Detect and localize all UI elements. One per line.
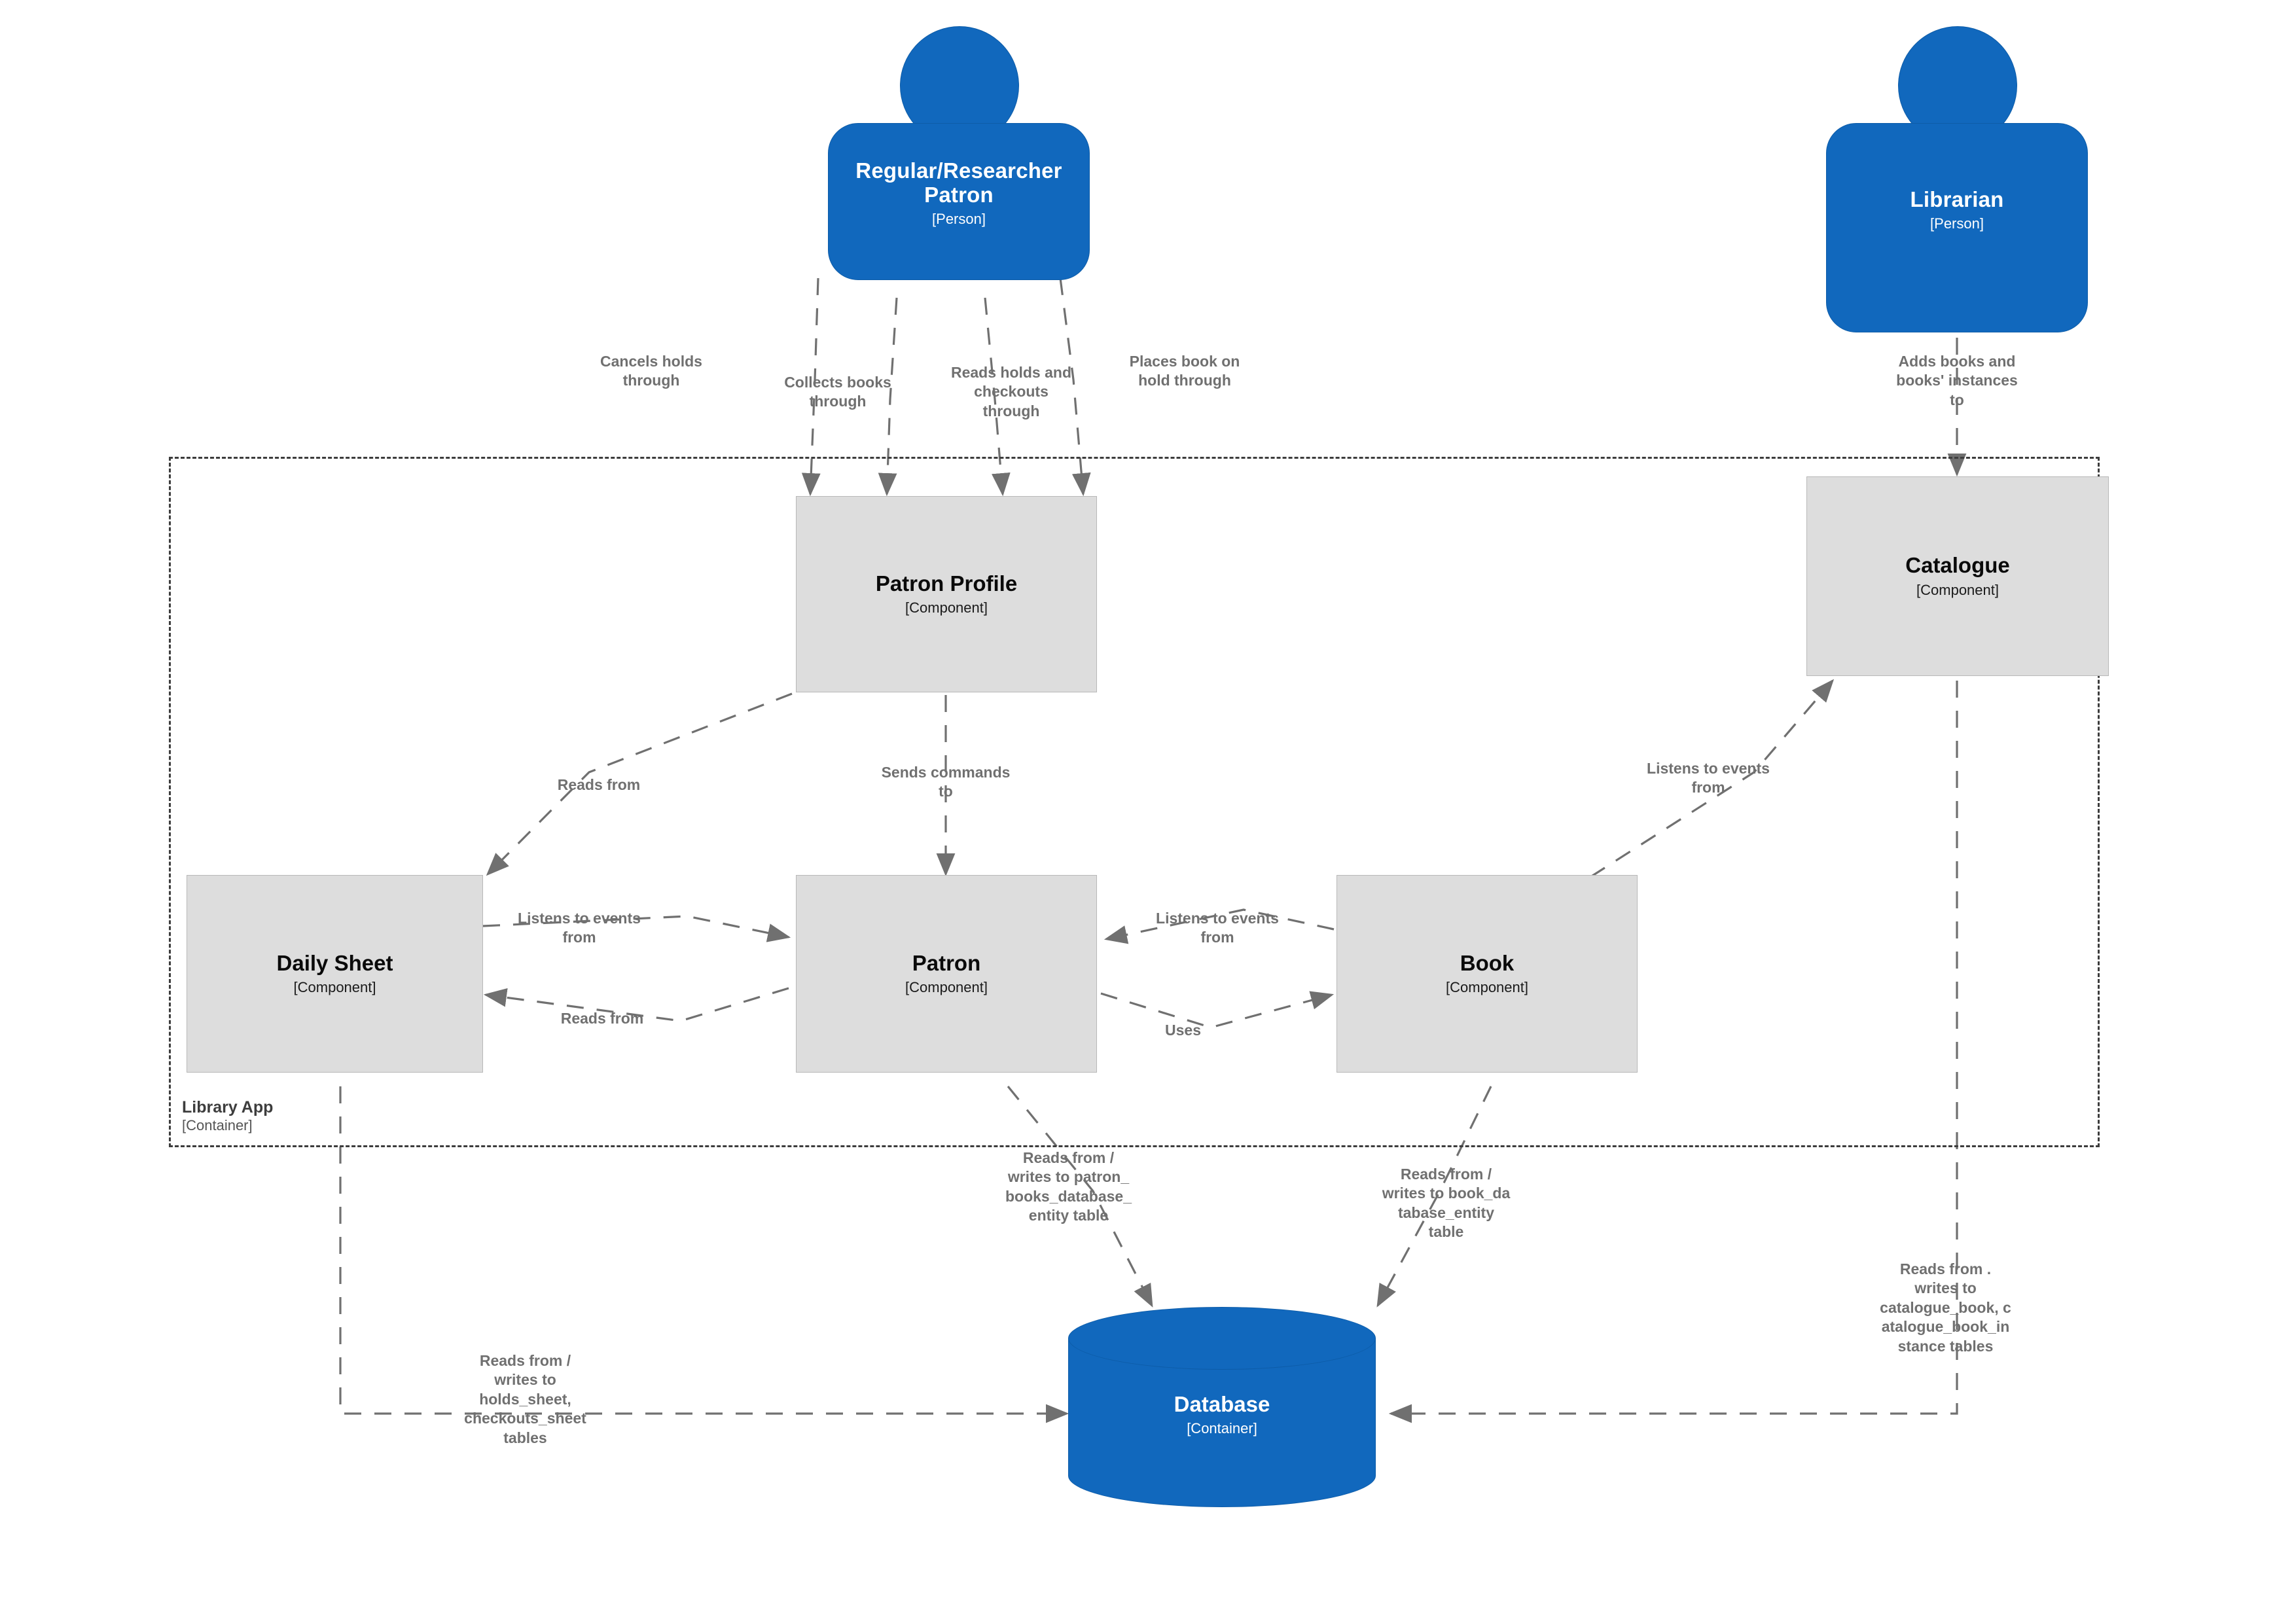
relationship-label-book-listens-to-events: Listens to events from bbox=[1156, 910, 1279, 946]
database-name: Database bbox=[1174, 1392, 1270, 1416]
relationship-label-sends-commands-to: Sends commands to bbox=[881, 764, 1011, 800]
person-type: [Person] bbox=[932, 210, 986, 227]
component-type: [Component] bbox=[905, 979, 988, 996]
person-librarian[interactable]: Librarian [Person] bbox=[1826, 26, 2088, 332]
relationship-label-sheet-listens-to-events: Listens to events from bbox=[518, 910, 641, 946]
component-patron-profile[interactable]: Patron Profile [Component] bbox=[796, 496, 1097, 692]
relationship-label-book-database: Reads from / writes to book_da tabase_en… bbox=[1382, 1166, 1511, 1241]
relationship-label-profile-reads-from-sheet: Reads from bbox=[557, 776, 641, 793]
component-daily-sheet[interactable]: Daily Sheet [Component] bbox=[187, 875, 483, 1073]
relationship-label-catalogue-database: Reads from . writes to catalogue_book, c… bbox=[1880, 1260, 2011, 1355]
relationship-label-adds-books: Adds books and books' instances to bbox=[1896, 353, 2018, 408]
person-type: [Person] bbox=[1930, 215, 1984, 232]
relationship-label-patron-uses-book: Uses bbox=[1165, 1022, 1201, 1039]
component-name: Catalogue bbox=[1905, 553, 2010, 578]
component-type: [Component] bbox=[293, 979, 376, 996]
relationship-label-patron-database: Reads from / writes to patron_ books_dat… bbox=[1005, 1149, 1132, 1224]
container-database[interactable]: Database [Container] bbox=[1068, 1307, 1376, 1510]
boundary-subtitle: [Container] bbox=[182, 1116, 253, 1133]
component-type: [Component] bbox=[1916, 581, 1999, 598]
component-type: [Component] bbox=[905, 599, 988, 616]
component-patron[interactable]: Patron [Component] bbox=[796, 875, 1097, 1073]
relationship-label-places-book-on-hold: Places book on hold through bbox=[1129, 353, 1240, 389]
component-name: Daily Sheet bbox=[276, 950, 393, 975]
library-app-boundary-label: Library App [Container] bbox=[182, 1098, 457, 1133]
person-body: Regular/Researcher Patron [Person] bbox=[828, 123, 1090, 280]
component-name: Patron bbox=[912, 950, 981, 975]
component-type: [Component] bbox=[1446, 979, 1528, 996]
person-name: Librarian bbox=[1910, 187, 2004, 211]
relationship-label-collects-books: Collects books through bbox=[784, 374, 891, 410]
component-name: Book bbox=[1460, 950, 1515, 975]
relationship-label-cancels-holds: Cancels holds through bbox=[600, 353, 702, 389]
relationship-label-catalogue-listens-to-events: Listens to events from bbox=[1647, 760, 1770, 796]
person-regular-researcher-patron[interactable]: Regular/Researcher Patron [Person] bbox=[828, 26, 1090, 301]
database-type: [Container] bbox=[1187, 1420, 1257, 1436]
database-label: Database [Container] bbox=[1068, 1392, 1376, 1437]
person-name: Regular/Researcher Patron bbox=[855, 158, 1062, 207]
relationship-label-sheet-database: Reads from / writes to holds_sheet, chec… bbox=[464, 1352, 586, 1446]
component-catalogue[interactable]: Catalogue [Component] bbox=[1806, 476, 2109, 676]
cylinder-top-ellipse bbox=[1068, 1307, 1376, 1370]
person-body: Librarian [Person] bbox=[1826, 123, 2088, 332]
relationship-label-reads-holds-checkouts: Reads holds and checkouts through bbox=[950, 364, 1072, 419]
component-name: Patron Profile bbox=[875, 571, 1018, 596]
boundary-title: Library App bbox=[182, 1098, 274, 1116]
relationship-label-patron-reads-from-sheet: Reads from bbox=[560, 1010, 644, 1027]
library-app-boundary bbox=[169, 457, 2100, 1147]
component-book[interactable]: Book [Component] bbox=[1336, 875, 1638, 1073]
